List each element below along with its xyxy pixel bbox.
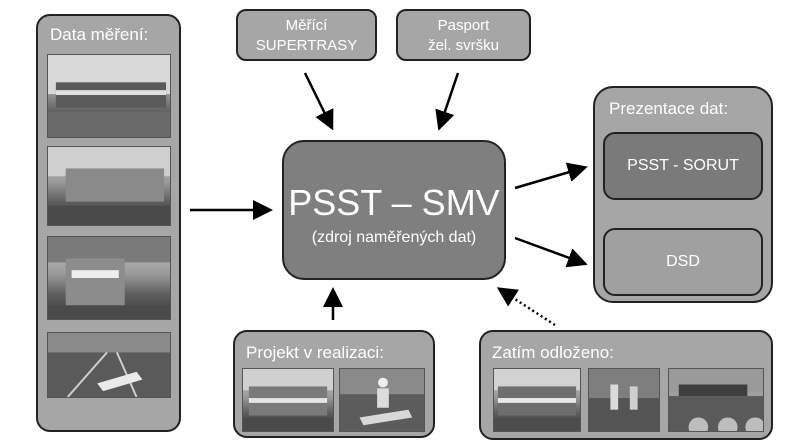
projekt-train-photo bbox=[242, 368, 334, 432]
pasport-line2: žel. svršku bbox=[428, 37, 499, 54]
arrow-center-to-sorut bbox=[514, 162, 588, 190]
dsd-box: DSD bbox=[603, 228, 763, 296]
train-photo bbox=[47, 54, 171, 138]
arrow-merici-to-center bbox=[303, 72, 334, 131]
psst-sorut-box: PSST - SORUT bbox=[603, 132, 763, 200]
odlozeno-title: Zatím odloženo: bbox=[492, 343, 614, 362]
prezentace-title: Prezentace dat: bbox=[609, 99, 729, 118]
locomotive-photo bbox=[47, 146, 171, 226]
data-mereni-title: Data měření: bbox=[50, 25, 149, 44]
pasport-line1: Pasport bbox=[437, 17, 490, 34]
arrow-odlozeno-to-center-dotted bbox=[496, 287, 556, 327]
odlozeno-train-photo bbox=[493, 368, 581, 432]
station-train-photo bbox=[47, 236, 171, 320]
track-trolley-photo bbox=[47, 332, 171, 398]
merici-line1: Měřící bbox=[285, 17, 328, 34]
pasport-box: Pasport žel. svršku bbox=[396, 9, 531, 61]
projekt-title: Projekt v realizaci: bbox=[246, 343, 384, 362]
arrow-center-to-dsd bbox=[514, 236, 588, 268]
merici-supertrasy-box: Měřící SUPERTRASY bbox=[236, 9, 377, 61]
odlozeno-workers-photo bbox=[588, 368, 660, 432]
projekt-worker-photo bbox=[339, 368, 425, 432]
projekt-v-realizaci-panel: Projekt v realizaci: bbox=[233, 330, 435, 438]
psst-smv-subtitle: (zdroj naměřených dat) bbox=[311, 229, 477, 246]
zatim-odlozeno-panel: Zatím odloženo: bbox=[479, 330, 773, 440]
data-mereni-panel: Data měření: bbox=[36, 14, 181, 432]
psst-sorut-label: PSST - SORUT bbox=[627, 157, 739, 174]
prezentace-dat-panel: Prezentace dat: PSST - SORUT DSD bbox=[593, 86, 773, 303]
psst-smv-title: PSST – SMV bbox=[288, 182, 500, 223]
odlozeno-viaduct-photo bbox=[668, 368, 764, 432]
psst-smv-box: PSST – SMV (zdroj naměřených dat) bbox=[282, 140, 506, 280]
merici-line2: SUPERTRASY bbox=[255, 37, 358, 54]
dsd-label: DSD bbox=[666, 253, 700, 270]
arrow-pasport-to-center bbox=[435, 72, 460, 131]
